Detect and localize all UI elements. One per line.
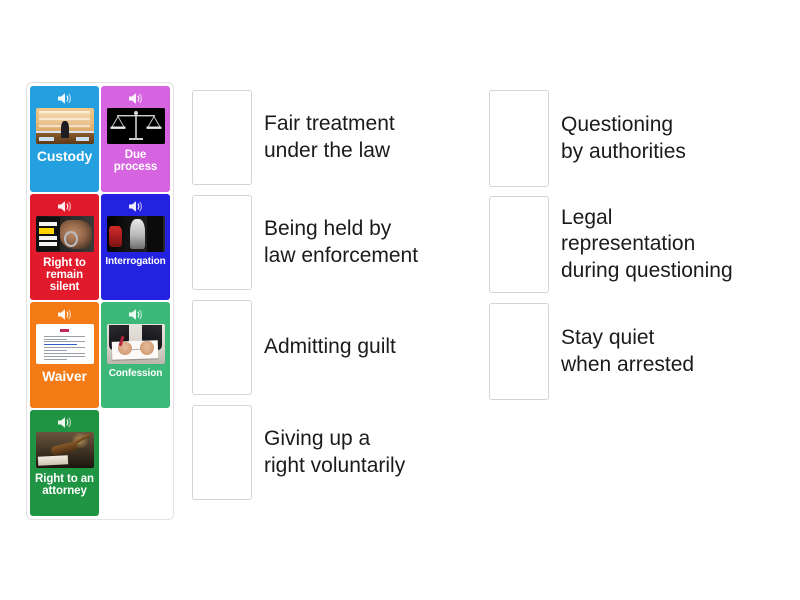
vocabulary-tile-bank: Custody	[26, 82, 174, 520]
tile-label: Interrogation	[105, 256, 166, 267]
match-row: Giving up a right voluntarily	[192, 405, 405, 500]
definition-column-right: Questioning by authorities Legal represe…	[489, 82, 789, 422]
tile-due-process[interactable]: Due process	[101, 86, 170, 192]
drop-target[interactable]	[489, 303, 549, 400]
speaker-icon[interactable]	[57, 199, 72, 214]
tile-image-scales-of-justice	[106, 108, 165, 144]
definition-text: Stay quiet when arrested	[561, 326, 695, 376]
tile-label: Custody	[36, 148, 93, 164]
tile-image-handcuffs	[35, 216, 94, 252]
speaker-icon[interactable]	[57, 91, 72, 106]
definition-text: Questioning by authorities	[561, 113, 686, 163]
tile-label: Confession	[108, 368, 163, 379]
tile-image-interrogation-room	[106, 216, 165, 252]
tile-label: Waiver	[42, 368, 87, 384]
tile-label: Right to remain silent	[43, 257, 86, 294]
speaker-icon[interactable]	[57, 307, 72, 322]
definition-text: Giving up a right voluntarily	[264, 427, 406, 477]
tile-image-signing-confession	[106, 324, 165, 364]
tile-confession[interactable]: Confession	[101, 302, 170, 408]
tile-interrogation[interactable]: Interrogation	[101, 194, 170, 300]
speaker-icon[interactable]	[57, 415, 72, 430]
tile-waiver[interactable]: Waiver	[30, 302, 99, 408]
tile-grid: Custody	[30, 86, 170, 516]
match-row: Fair treatment under the law	[192, 90, 395, 185]
match-row: Admitting guilt	[192, 300, 396, 395]
definition-text: Being held by law enforcement	[264, 217, 419, 267]
tile-custody[interactable]: Custody	[30, 86, 99, 192]
match-row: Stay quiet when arrested	[489, 303, 694, 400]
tile-image-waiver-document	[35, 324, 94, 364]
drop-target[interactable]	[192, 90, 252, 185]
drop-target[interactable]	[192, 300, 252, 395]
tile-right-to-an-attorney[interactable]: Right to an attorney	[30, 410, 99, 516]
drop-target[interactable]	[192, 195, 252, 290]
speaker-icon[interactable]	[128, 199, 143, 214]
definition-column-left: Fair treatment under the law Being held …	[192, 82, 482, 522]
definition-text: Fair treatment under the law	[264, 112, 395, 162]
speaker-icon[interactable]	[128, 91, 143, 106]
match-row: Legal representation during questioning	[489, 196, 733, 293]
drop-target[interactable]	[489, 90, 549, 187]
drop-target[interactable]	[489, 196, 549, 293]
tile-image-gavel	[35, 432, 94, 468]
tile-label: Right to an attorney	[35, 473, 94, 498]
tile-right-to-remain-silent[interactable]: Right to remain silent	[30, 194, 99, 300]
definition-text: Legal representation during questioning	[561, 206, 733, 282]
match-row: Being held by law enforcement	[192, 195, 418, 290]
match-row: Questioning by authorities	[489, 90, 686, 187]
tile-image-courtroom	[35, 108, 94, 144]
definition-text: Admitting guilt	[264, 335, 396, 359]
tile-label: Due process	[113, 149, 158, 174]
drop-target[interactable]	[192, 405, 252, 500]
speaker-icon[interactable]	[128, 307, 143, 322]
